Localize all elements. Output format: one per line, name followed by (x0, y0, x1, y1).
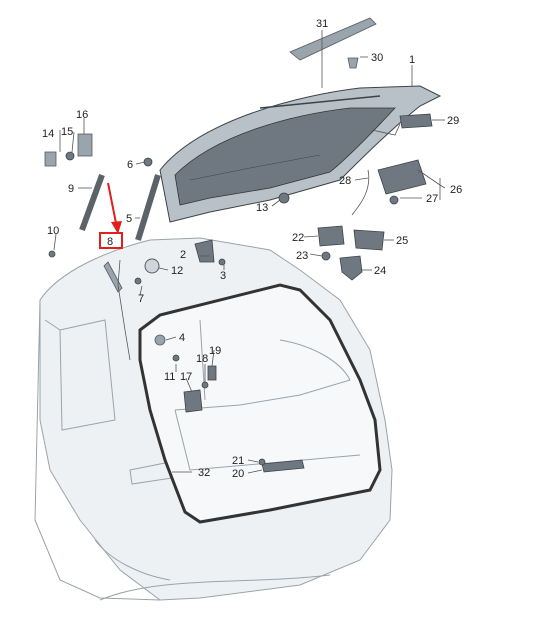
part-8-shape (103, 261, 123, 293)
label-7: 7 (138, 293, 144, 305)
label-18: 18 (196, 353, 208, 365)
part-labels: 31 30 1 29 26 27 28 14 15 16 9 6 5 10 8 … (42, 18, 462, 480)
label-10: 10 (47, 225, 59, 237)
leader-lines (53, 30, 446, 474)
label-3: 3 (220, 270, 226, 282)
part-21-shape (258, 458, 266, 466)
label-15: 15 (61, 126, 73, 138)
label-5: 5 (126, 213, 132, 225)
part-20-shape (261, 459, 305, 473)
part-12-shape (144, 258, 160, 274)
label-24: 24 (374, 265, 386, 277)
label-21: 21 (232, 455, 244, 467)
car-body (34, 237, 393, 601)
part-22-shape (317, 225, 345, 247)
label-4: 4 (179, 332, 185, 344)
strut-right-shape (135, 174, 161, 241)
label-17: 17 (180, 371, 192, 383)
part-14-shape (44, 151, 57, 167)
label-1: 1 (409, 54, 415, 66)
part-17-shape (183, 389, 203, 413)
strut-left-shape (79, 173, 105, 232)
part-4-shape (154, 334, 166, 346)
part-15-shape (65, 151, 75, 161)
label-30: 30 (371, 52, 383, 64)
part-27-shape (389, 195, 399, 205)
label-22: 22 (292, 232, 304, 244)
label-29: 29 (447, 115, 459, 127)
highlight-box-part-8 (99, 232, 123, 249)
part-24-shape (339, 255, 363, 281)
label-9: 9 (68, 183, 74, 195)
label-12: 12 (171, 265, 183, 277)
part-11-shape (172, 354, 180, 362)
label-32: 32 (198, 467, 210, 479)
part-13-shape (278, 192, 290, 204)
label-27: 27 (426, 193, 438, 205)
label-23: 23 (296, 250, 308, 262)
label-8: 8 (107, 236, 113, 248)
part-10-shape (48, 250, 56, 258)
part-6-shape (143, 157, 153, 167)
part-7-shape (134, 277, 142, 285)
label-14: 14 (42, 128, 54, 140)
label-28: 28 (339, 175, 351, 187)
part-25-shape (353, 229, 385, 251)
part-26-shape (377, 159, 427, 195)
part-16-shape (77, 133, 93, 157)
label-13: 13 (256, 202, 268, 214)
label-2: 2 (180, 249, 186, 261)
label-11: 11 (164, 371, 175, 383)
highlight-arrow (107, 182, 122, 234)
label-25: 25 (396, 235, 408, 247)
part-31-shape (289, 17, 377, 61)
part-29-wire (371, 123, 401, 136)
label-20: 20 (232, 468, 244, 480)
label-16: 16 (76, 109, 88, 121)
tailgate (159, 85, 442, 223)
part-18-shape (201, 381, 209, 389)
part-28-shape (351, 169, 370, 216)
label-31: 31 (316, 18, 328, 30)
part-2-shape (194, 239, 215, 263)
part-30-shape (347, 57, 359, 69)
label-19: 19 (209, 345, 221, 357)
part-19-shape (207, 365, 217, 381)
label-26: 26 (450, 184, 462, 196)
label-6: 6 (127, 159, 133, 171)
part-3-shape (218, 258, 226, 266)
part-23-shape (321, 251, 331, 261)
part-29-shape (399, 113, 433, 129)
